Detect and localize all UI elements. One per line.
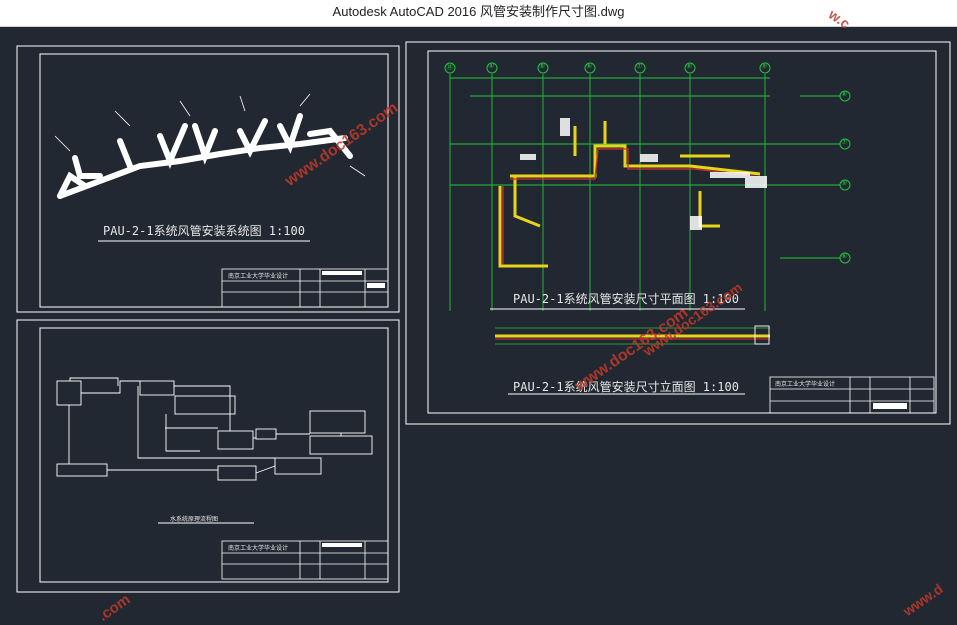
grid-bubble-right-3: ⑤ [841,179,848,187]
title-block-flow [221,540,389,580]
flow-school-label: 南京工业大学毕业设计 [228,545,289,552]
grid-bubble-top-7: ⑨ [761,62,768,70]
grid-bubble-top-4: ⑥ [586,62,593,70]
elevation-drawing-title: PAU-2-1系统风管安装尺寸立面图 1:100 [513,380,739,394]
sheet-flow-inner [39,327,389,583]
plan-equipment [520,118,767,230]
plan-grid [449,74,840,311]
flow-drawing-title: 水系统原理流程图 [170,516,219,523]
system-school-label: 南京工业大学毕业设计 [228,273,289,280]
cad-drawing [16,41,951,593]
system-duct-sketch [57,113,353,199]
plan-school-label: 南京工业大学毕业设计 [775,381,836,388]
grid-bubbles-right [839,90,851,264]
system-drawing-title: PAU-2-1系统风管安装系统图 1:100 [103,224,305,238]
title-block-system [221,268,389,308]
plan-duct [498,121,761,268]
grid-bubble-top-3: ⑧ [539,62,546,70]
title-bar: Autodesk AutoCAD 2016 风管安装制作尺寸图.dwg [0,0,957,27]
elevation-duct [495,325,770,345]
grid-bubble-right-4: ⑥ [841,252,848,260]
grid-bubble-top-2: ④ [488,62,495,70]
grid-bubble-right-1: ⑧ [841,90,848,98]
drawing-canvas[interactable]: PAU-2-1系统风管安装系统图 1:100 南京工业大学毕业设计 水系统原理流… [0,6,957,625]
flow-diagram-lines [56,377,373,481]
grid-bubble-top-5: ⑦ [636,62,643,70]
system-leaders [54,93,366,177]
sheet-plan-outer [405,41,951,425]
grid-bubble-right-2: ⑦ [841,138,848,146]
sheet-system-outer [16,45,400,313]
sheet-plan-inner [427,50,937,414]
plan-duct-red [502,148,761,264]
sheet-system-inner [39,53,389,308]
sheet-flow-outer [16,319,400,593]
plan-drawing-title: PAU-2-1系统风管安装尺寸平面图 1:100 [513,292,739,306]
window-title: Autodesk AutoCAD 2016 风管安装制作尺寸图.dwg [332,4,625,19]
grid-bubble-top-6: ⑧ [686,62,693,70]
grid-bubble-top-1: ⑭ [446,63,453,71]
grid-bubbles-top [444,62,771,74]
title-block-plan [769,376,935,414]
